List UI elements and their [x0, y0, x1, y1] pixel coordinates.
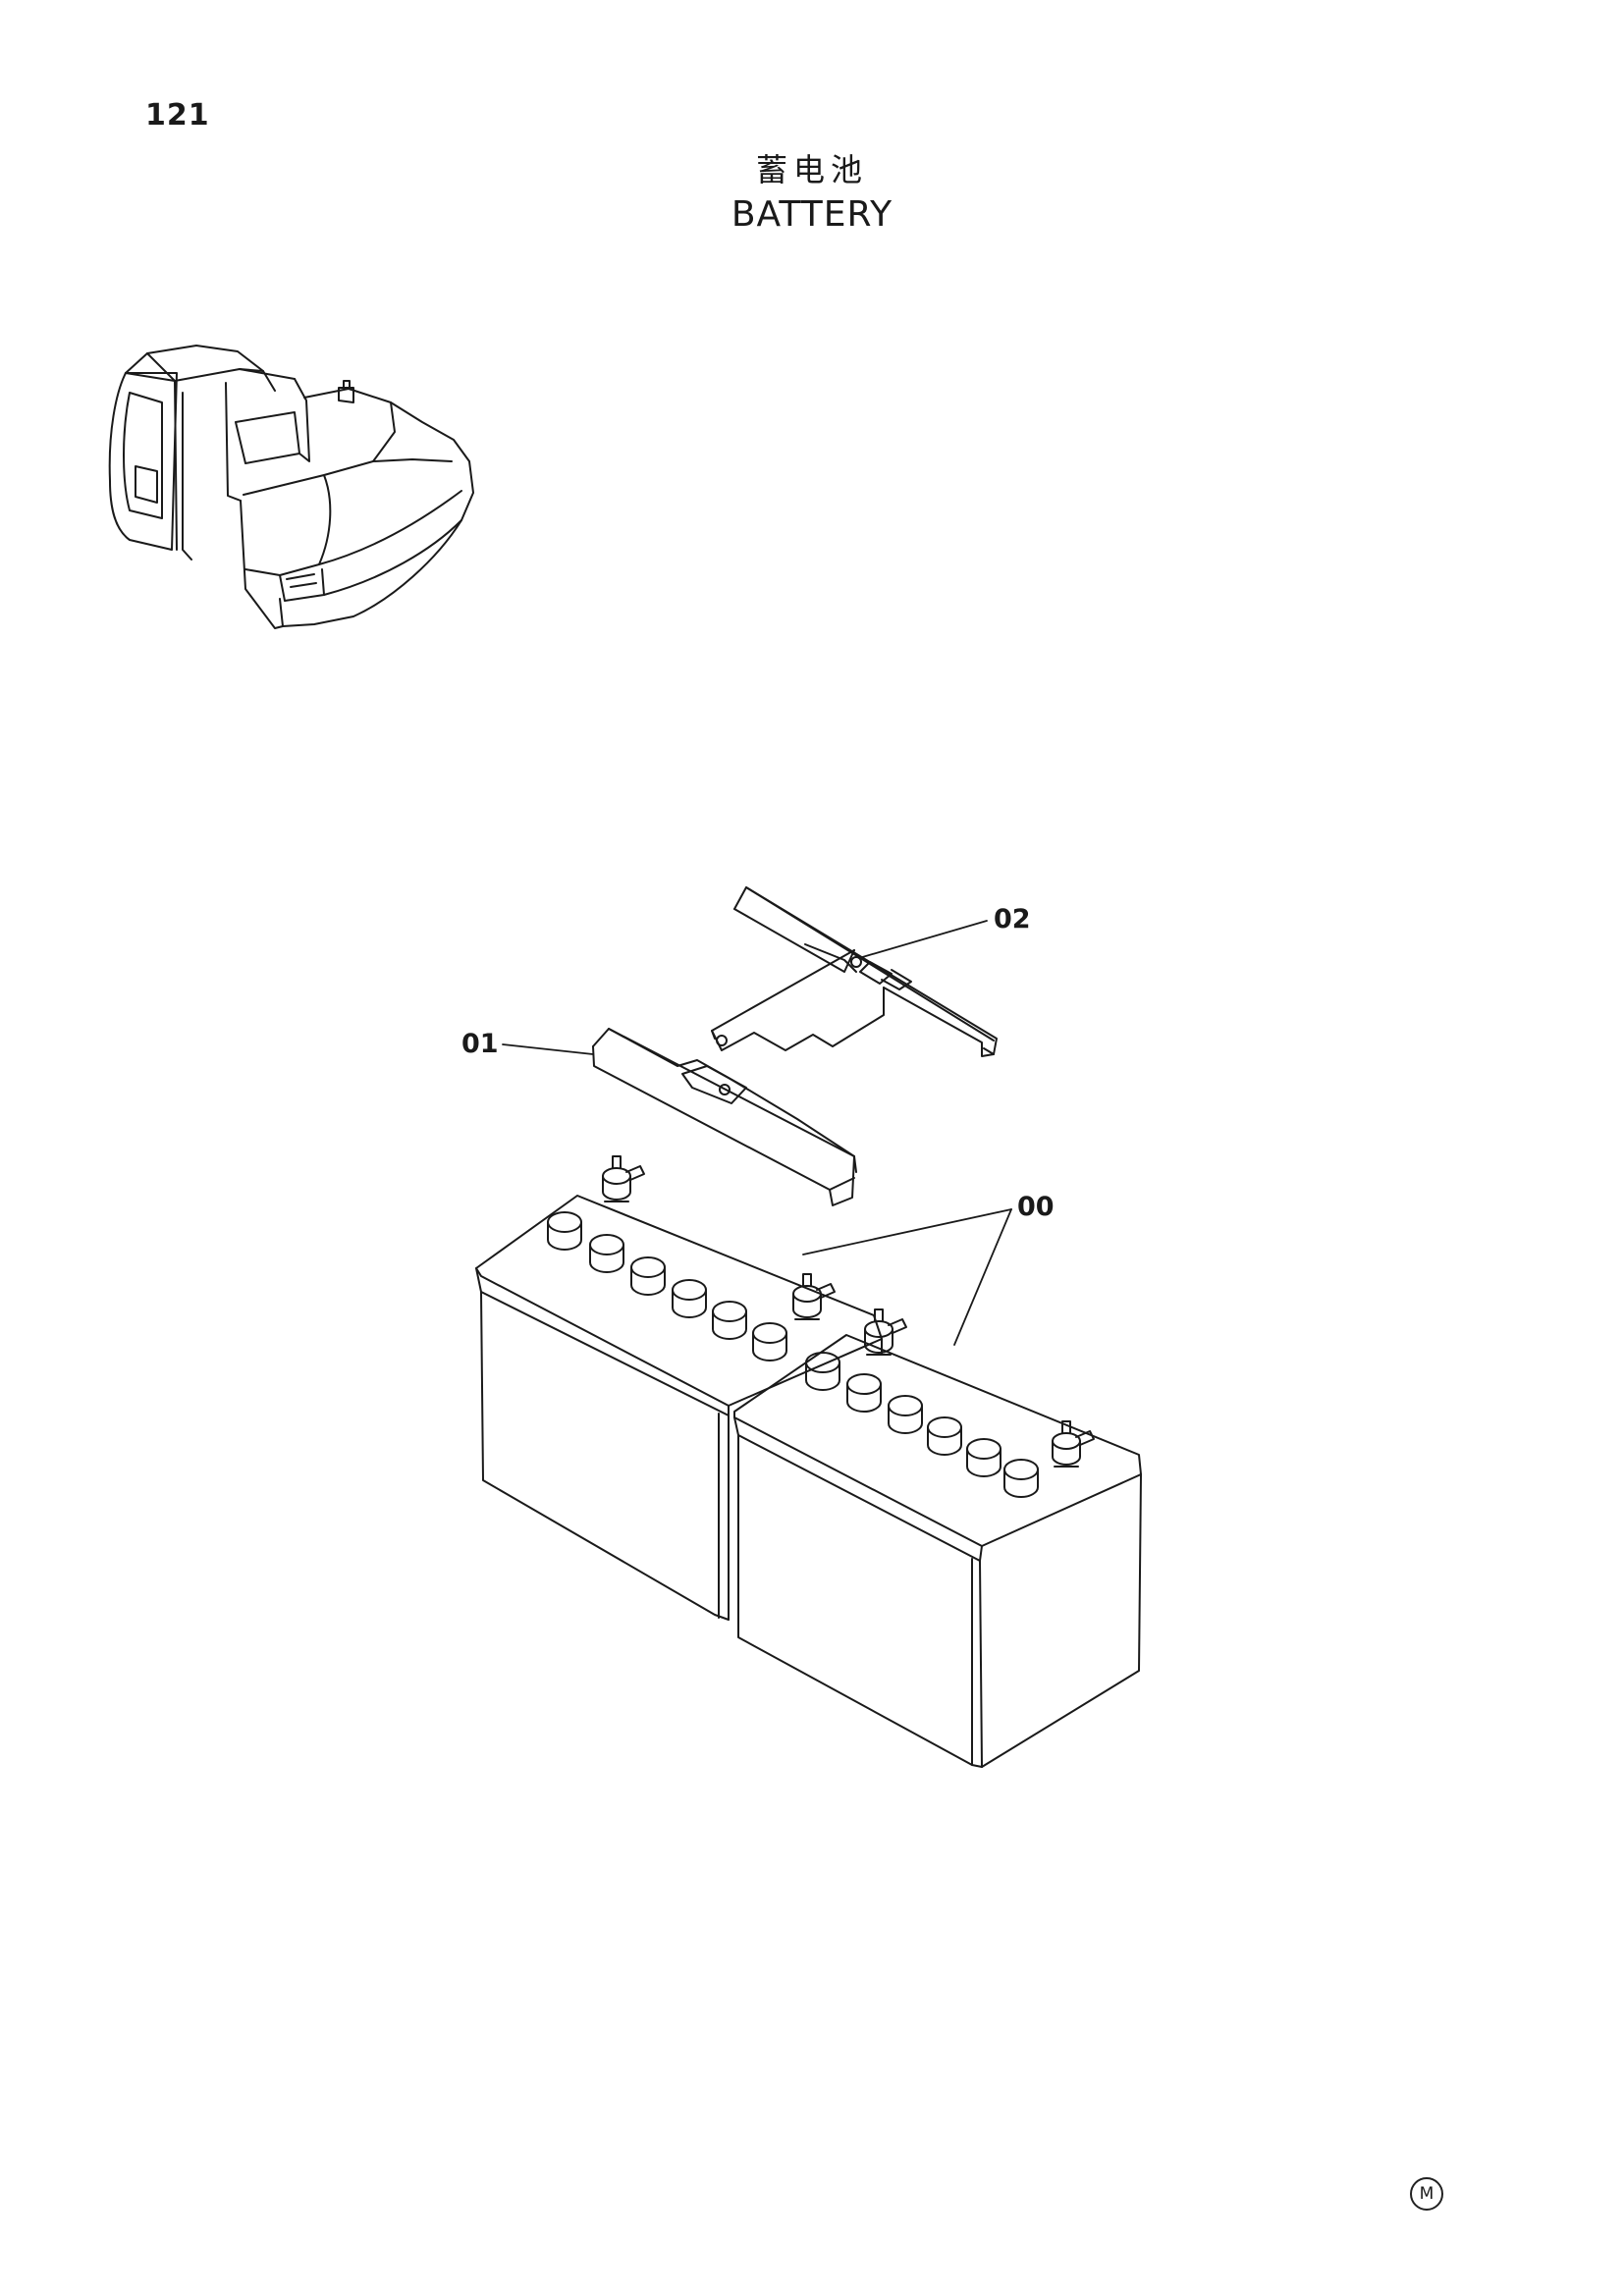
vent-caps-left — [547, 1211, 787, 1362]
callout-00: 00 — [1017, 1192, 1055, 1222]
page-number: 121 — [145, 98, 210, 133]
part-00-battery-right — [733, 1334, 1142, 1768]
corner-mark: M — [1410, 2177, 1443, 2211]
title-chinese: 蓄电池 — [755, 151, 868, 188]
battery-terminals — [602, 1155, 1095, 1468]
excavator-locator-view — [108, 345, 474, 629]
part-01-bracket — [592, 1028, 857, 1206]
part-02-bracket — [711, 886, 998, 1057]
part-00-battery-left — [475, 1195, 883, 1621]
leader-lines — [502, 920, 1012, 1346]
title-english: BATTERY — [731, 194, 893, 235]
callout-02: 02 — [994, 904, 1031, 934]
vent-caps-right — [805, 1352, 1039, 1498]
callout-01: 01 — [461, 1029, 499, 1059]
